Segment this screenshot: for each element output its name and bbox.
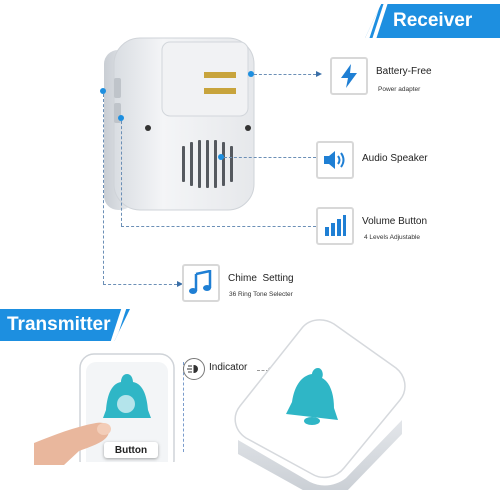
connector-arrow [177,281,183,287]
transmitter-banner: Transmitter [0,309,130,341]
connector-dot [218,154,224,160]
button-label-tag: Button [104,442,158,458]
feature-title: Chime Setting [228,273,294,284]
finger-image [34,405,144,465]
feature-subtitle: 4 Levels Adjustable [364,234,421,241]
feature-subtitle: Power adapter [378,86,421,93]
feature-title: Audio Speaker [362,153,428,164]
feature-title: Battery-Free [376,66,432,77]
volume-bars-icon [316,207,354,245]
feature-subtitle: 36 Ring Tone Selecter [229,291,293,298]
receiver-banner: Receiver [365,4,500,38]
music-note-icon [182,264,220,302]
button-label: Button [114,444,148,456]
connector-line [121,226,316,227]
connector-line [254,74,316,75]
receiver-device [100,28,260,213]
transmitter-title: Transmitter [7,314,111,335]
divider-line [183,362,184,452]
speaker-icon [316,141,354,179]
connector-dot [248,71,254,77]
connector-dot [118,115,124,121]
indicator-icon [183,358,205,380]
transmitter-device [218,310,418,499]
feature-title: Volume Button [362,216,428,227]
receiver-title: Receiver [393,10,473,31]
connector-arrow [316,71,322,77]
connector-line [103,94,104,284]
connector-line [103,284,177,285]
connector-line [224,157,316,158]
connector-dot [100,88,106,94]
indicator-label: Indicator [209,362,248,373]
connector-line [257,370,269,371]
connector-line [121,121,122,226]
lightning-icon [330,57,368,95]
